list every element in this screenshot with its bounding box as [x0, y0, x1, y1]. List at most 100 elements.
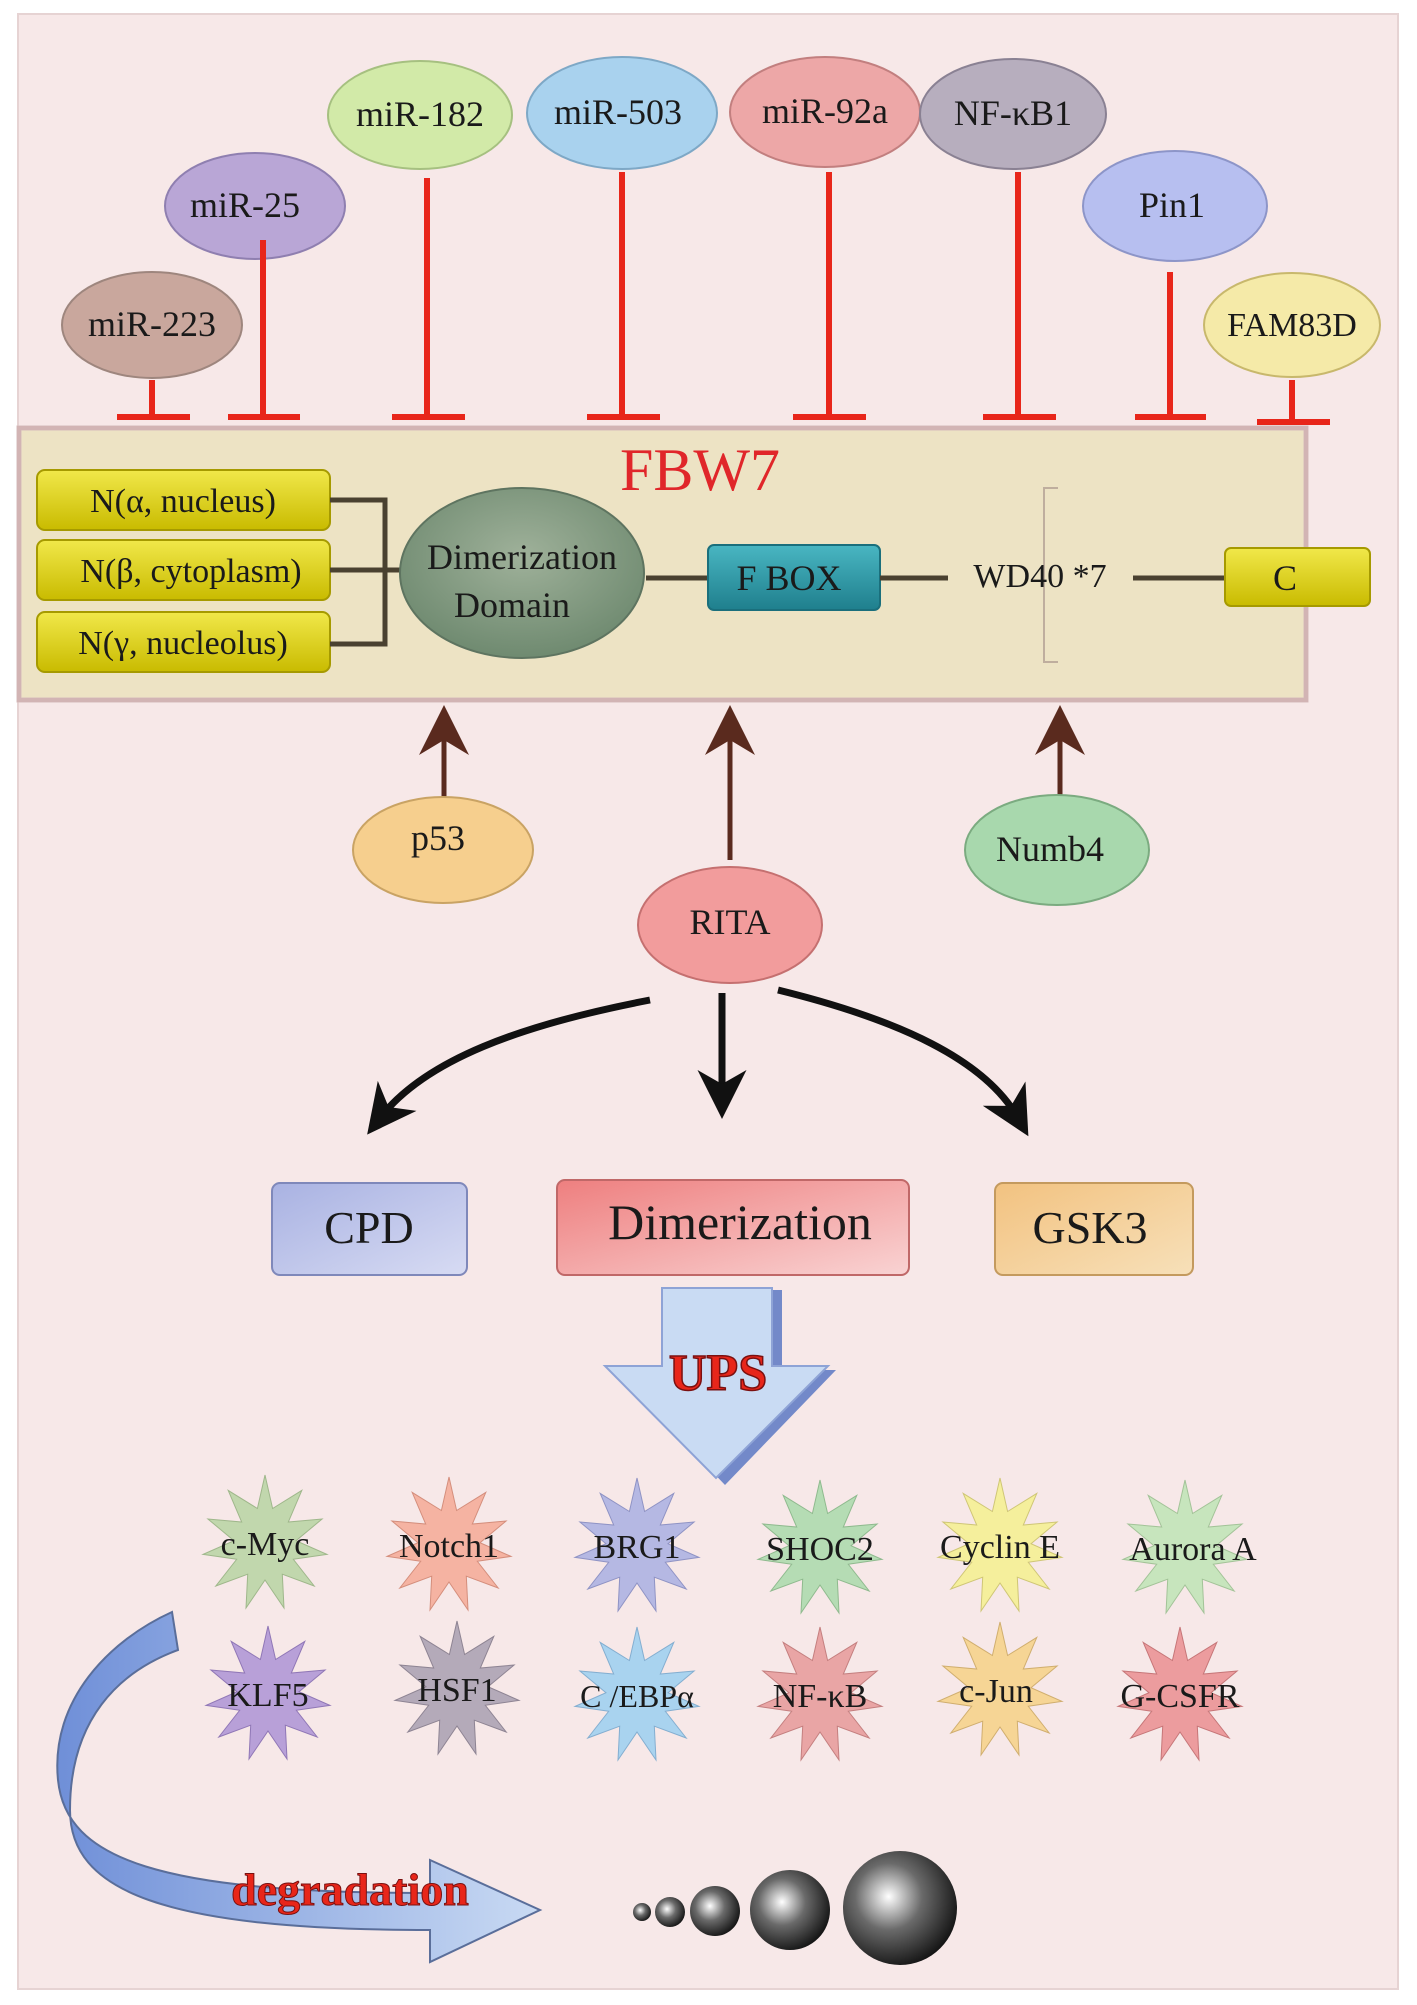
inhibitor-mir-182: miR-182	[327, 60, 513, 170]
substrate-label: Aurora A	[1129, 1531, 1257, 1568]
activator-p53: p53	[352, 796, 534, 904]
substrate-brg1: BRG1	[573, 1477, 701, 1613]
substrate-star	[573, 1626, 701, 1762]
rita-label: RITA	[689, 902, 770, 942]
inhibitor-mir-25: miR-25	[164, 152, 346, 260]
substrate-star	[936, 1621, 1064, 1757]
ups-label: UPS	[669, 1345, 767, 1402]
substrate-star	[385, 1476, 513, 1612]
activator-label: p53	[411, 818, 465, 858]
c-terminus-label: C	[1273, 558, 1297, 598]
inhibitor-mir-503: miR-503	[526, 56, 718, 170]
substrate-aurora-a: Aurora A	[1121, 1479, 1257, 1615]
inhibitor-label: miR-182	[356, 94, 484, 134]
substrate-star	[756, 1626, 884, 1762]
inhibitor-ellipse	[327, 60, 513, 170]
dimerization-ellipse	[399, 487, 645, 659]
isoform-n-alpha: N(α, nucleus)	[36, 469, 331, 531]
dimerization-domain: Dimerization Domain	[399, 487, 645, 659]
inhibitor-nf-kb1: NF-κB1	[919, 58, 1107, 170]
degradation-arrow-body	[56, 1610, 543, 1964]
inhibition-line-mir-92a	[793, 172, 866, 420]
activator-numb4: Numb4	[964, 794, 1150, 906]
inhibitor-ellipse	[919, 58, 1107, 170]
activator-ellipse	[352, 796, 534, 904]
substrate-c-myc: c-Myc	[201, 1474, 329, 1610]
mechanism-box	[994, 1182, 1194, 1276]
substrate-star	[204, 1625, 332, 1761]
inhibitor-label: FAM83D	[1227, 307, 1357, 344]
rita: RITA	[637, 866, 823, 984]
c-terminus: C	[1224, 547, 1371, 607]
rita-ellipse	[637, 866, 823, 984]
inhibitor-mir-92a: miR-92a	[729, 56, 921, 168]
c-terminus-rect	[1224, 547, 1371, 607]
isoform-label: N(β, cytoplasm)	[80, 553, 301, 590]
inhibitor-label: miR-25	[190, 185, 300, 225]
mechanism-gsk3: GSK3	[994, 1182, 1194, 1276]
inhibition-line-nf-kb1	[983, 172, 1056, 420]
substrate-star	[1116, 1626, 1244, 1762]
degradation-spheres	[633, 1851, 957, 1965]
sphere-4	[750, 1870, 830, 1950]
sphere-5	[843, 1851, 957, 1965]
substrate-shoc2: SHOC2	[756, 1479, 884, 1615]
substrate-star	[201, 1474, 329, 1610]
sphere-3	[690, 1886, 740, 1936]
inhibition-line-mir-182	[392, 178, 465, 420]
inhibitor-mir-223: miR-223	[61, 271, 243, 379]
substrate-cyclin-e: Cyclin E	[936, 1477, 1064, 1613]
mechanism-arrows	[367, 986, 1029, 1137]
inhibition-line-mir-223	[117, 380, 190, 420]
activator-ellipse	[964, 794, 1150, 906]
mechanism-dimerization: Dimerization	[556, 1179, 910, 1276]
inhibitor-pin1: Pin1	[1082, 150, 1268, 262]
isoform-connector	[330, 497, 408, 647]
inhibitor-label: miR-503	[554, 92, 682, 132]
substrate-c-jun: c-Jun	[936, 1621, 1064, 1757]
wd40-label: WD40 *7	[973, 558, 1106, 595]
inhibition-lines	[117, 172, 1330, 425]
arrow-to-gsk3	[777, 986, 1029, 1137]
dimerization-label-line2: Domain	[454, 585, 570, 625]
sphere-2	[655, 1897, 685, 1927]
ups-arrow-body	[602, 1287, 831, 1480]
isoform-n-beta: N(β, cytoplasm)	[36, 539, 331, 601]
substrate-star	[573, 1477, 701, 1613]
substrate-label: HSF1	[417, 1672, 496, 1709]
inhibitor-ellipse	[1082, 150, 1268, 262]
dimerization-label-line1: Dimerization	[427, 537, 617, 577]
isoform-label: N(α, nucleus)	[90, 483, 276, 520]
substrate-label: c-Jun	[959, 1673, 1033, 1710]
inhibitor-ellipse	[526, 56, 718, 170]
inhibitor-label: miR-223	[88, 304, 216, 344]
wd40-bracket	[1043, 487, 1058, 663]
substrate-label: KLF5	[227, 1677, 308, 1714]
substrate-notch1: Notch1	[385, 1476, 513, 1612]
inhibitor-fam83d: FAM83D	[1203, 272, 1381, 378]
mechanism-label: Dimerization	[608, 1194, 872, 1250]
mechanism-box	[556, 1179, 910, 1276]
substrate-star	[756, 1479, 884, 1615]
inhibitor-label: Pin1	[1139, 185, 1205, 225]
inhibitor-ellipse	[61, 271, 243, 379]
inhibition-line-fam83d	[1257, 380, 1330, 425]
substrate-label: NF-κB	[773, 1678, 868, 1715]
substrate-label: Cyclin E	[940, 1529, 1060, 1566]
substrate-hsf1: HSF1	[393, 1620, 521, 1756]
substrate-star	[1121, 1479, 1249, 1615]
substrate-nf-kb: NF-κB	[756, 1626, 884, 1762]
degradation-label: degradation	[231, 1864, 469, 1915]
isoform-label: N(γ, nucleolus)	[78, 625, 288, 662]
substrate-label: SHOC2	[766, 1531, 874, 1568]
isoform-n-gamma: N(γ, nucleolus)	[36, 611, 331, 673]
substrate-klf5: KLF5	[204, 1625, 332, 1761]
inhibitor-ellipse	[164, 152, 346, 260]
degradation-arrow: degradation	[56, 1610, 543, 1964]
arrow-to-cpd	[367, 996, 651, 1135]
mechanism-cpd: CPD	[271, 1182, 468, 1276]
mechanism-box	[271, 1182, 468, 1276]
substrate-label: G-CSFR	[1120, 1678, 1239, 1715]
